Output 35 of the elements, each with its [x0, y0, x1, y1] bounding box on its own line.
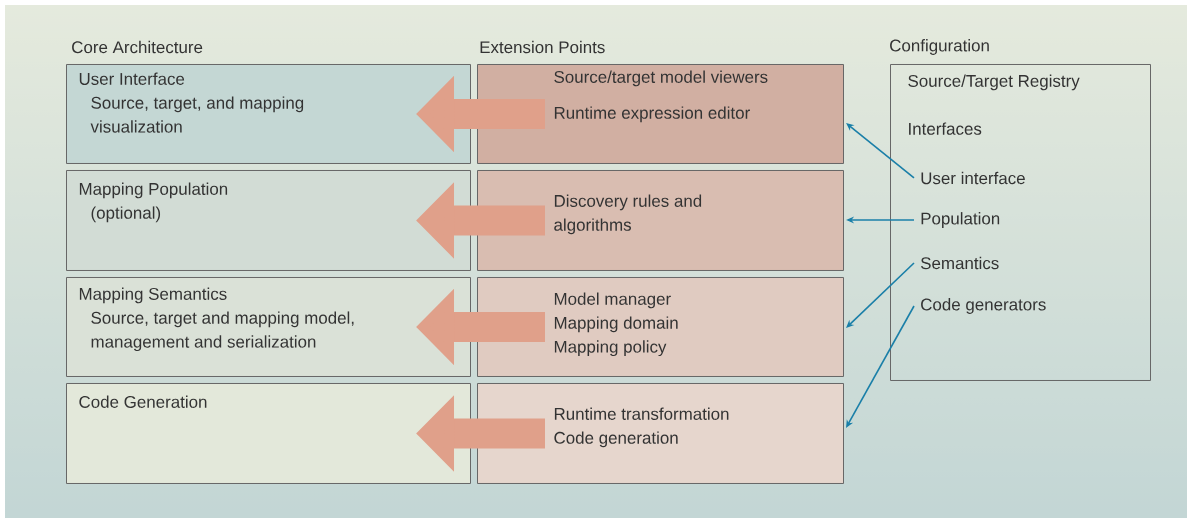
item-text: Code generators [921, 298, 1046, 314]
feature-label: Runtime transformation [554, 407, 729, 420]
extension-box [477, 170, 844, 271]
item-text: Population [921, 212, 1000, 228]
layer-box [66, 383, 471, 484]
panel-box [890, 64, 1151, 381]
section-heading: Source/Target Registry [908, 74, 1080, 91]
column-heading: Extension Points [480, 40, 605, 54]
heading: Code Generation [79, 395, 207, 408]
description: Source, target and mapping model, management and serialization [91, 311, 354, 352]
description: Source, target, and mapping visualization [90, 96, 304, 133]
feature-label: Code generation [554, 431, 678, 448]
arrow [846, 123, 915, 179]
extension-box [477, 383, 844, 484]
extension-box [477, 277, 844, 377]
arrow [846, 262, 915, 328]
heading: User Interface [79, 72, 185, 85]
heading: Mapping Population [79, 182, 228, 199]
column-heading: Configuration [890, 39, 989, 55]
feature-label: Discovery rules and algorithms [554, 194, 702, 235]
item-text: User interface [921, 171, 1025, 185]
extension-box [477, 64, 844, 164]
layer-box [66, 64, 471, 164]
feature-label: Runtime expression editor [554, 106, 750, 123]
feature-label: Mapping policy [554, 340, 667, 357]
layer-box [66, 170, 471, 271]
layer-box [66, 277, 471, 377]
section-heading: Interfaces [909, 122, 982, 135]
heading: Mapping Semantics [79, 287, 227, 304]
feature-label: Source/target model viewers [554, 70, 768, 87]
description: (optional) [91, 206, 161, 223]
item-text: Semantics [920, 256, 999, 270]
arrow [846, 305, 915, 428]
feature-label: Model manager [554, 292, 671, 309]
feature-label: Mapping domain [554, 316, 678, 333]
